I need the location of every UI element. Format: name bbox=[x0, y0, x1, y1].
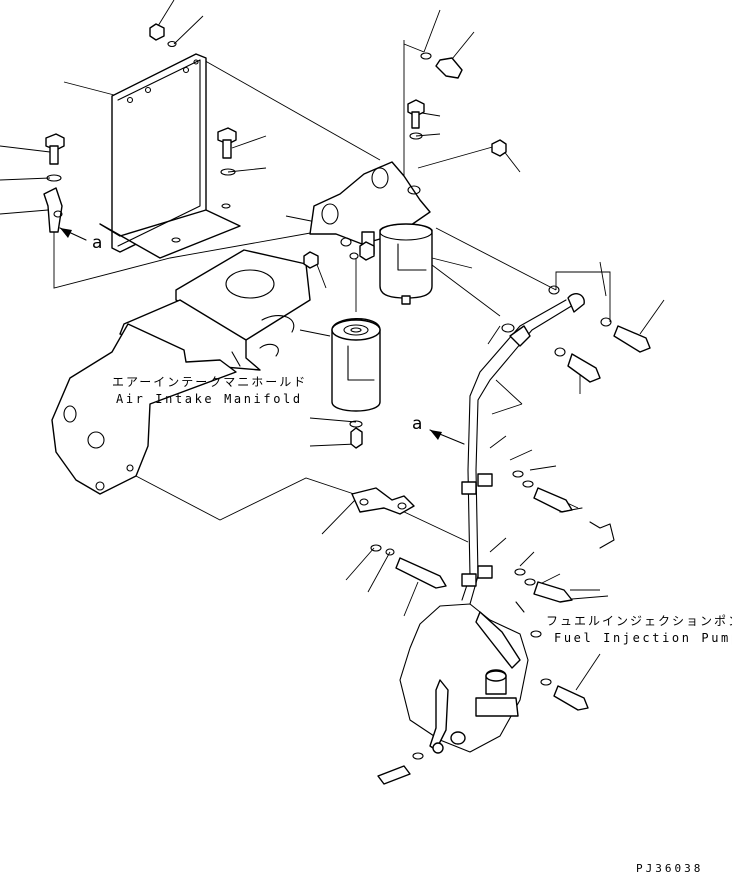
fuel-filter-element bbox=[331, 258, 381, 449]
mounting-bracket bbox=[99, 53, 241, 259]
bolts-left bbox=[43, 127, 237, 233]
air-intake-manifold bbox=[51, 249, 311, 495]
bolts-right bbox=[512, 325, 651, 711]
nut-top bbox=[149, 23, 177, 48]
connection-lines bbox=[53, 40, 611, 543]
arrow-a-mid bbox=[429, 429, 465, 445]
drawing-code: PJ36038 bbox=[636, 862, 704, 875]
fuel-filter-right bbox=[379, 223, 433, 305]
air-intake-manifold-label-jp: エアーインテークマニホールド bbox=[112, 375, 308, 389]
fuel-injection-pump-label-jp: フュエルインジェクションポンプ bbox=[546, 614, 732, 628]
fuel-injection-pump-label-en: Fuel Injection Pump bbox=[554, 631, 732, 645]
fittings bbox=[303, 139, 507, 269]
bolts-top-right bbox=[407, 52, 463, 140]
arrow-a-left bbox=[59, 227, 87, 241]
fuel-injection-pump bbox=[377, 507, 615, 785]
fuel-pipe bbox=[461, 285, 612, 605]
callout-a-mid: a bbox=[412, 414, 423, 434]
leader-lines bbox=[0, 0, 665, 691]
air-intake-manifold-label-en: Air Intake Manifold bbox=[116, 392, 303, 406]
clamp-bracket bbox=[351, 487, 447, 589]
callout-a-left: a bbox=[92, 233, 103, 253]
